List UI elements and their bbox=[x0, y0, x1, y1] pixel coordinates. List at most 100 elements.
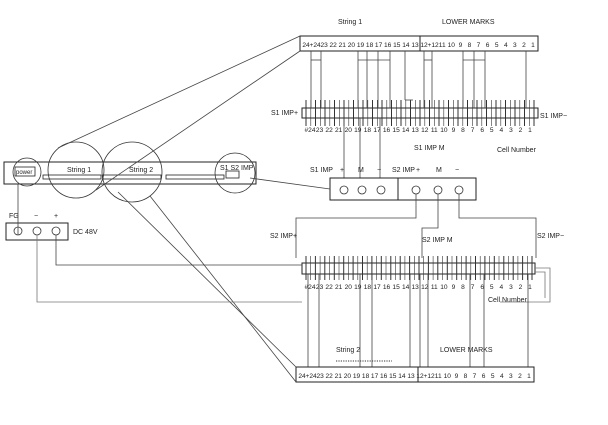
string1-top-number: 4 bbox=[504, 42, 508, 49]
string2-bottom-number: 15 bbox=[389, 373, 397, 380]
power-module bbox=[14, 166, 36, 177]
string2-cell-number: 6 bbox=[480, 284, 484, 291]
string2-bottom-number: 13 bbox=[407, 373, 415, 380]
s1-imp-minus-label: S1 IMP− bbox=[540, 113, 567, 120]
string1-magnifier bbox=[47, 141, 105, 199]
string1-cell-ticks bbox=[305, 100, 535, 126]
string1-cell-number-caption: Cell Number bbox=[497, 147, 537, 154]
string2-bottom-number: 20 bbox=[344, 373, 352, 380]
string1-top-number: 10 bbox=[448, 42, 456, 49]
string1-top-number: 7 bbox=[477, 42, 481, 49]
string1-top-number: +24 bbox=[310, 42, 322, 49]
terminal-s1-plus bbox=[339, 185, 349, 195]
string1-cell-number: 3 bbox=[509, 127, 513, 134]
string1-cell-number: 18 bbox=[364, 127, 372, 134]
string1-cell-number: 8 bbox=[461, 127, 465, 134]
string1-cell-number: 19 bbox=[354, 127, 362, 134]
string1-cell-number: #24 bbox=[304, 127, 315, 134]
string1-cell-number: 7 bbox=[471, 127, 475, 134]
tb-s1-plus-label: + bbox=[340, 167, 344, 174]
string2-bottom-number: 3 bbox=[509, 373, 513, 380]
string2-bottom-number: 8 bbox=[464, 373, 468, 380]
string2-bottom-number: 11 bbox=[435, 373, 442, 380]
string1-cell-number: 6 bbox=[480, 127, 484, 134]
string2-cell-number: 9 bbox=[452, 284, 456, 291]
string1-top-number: 21 bbox=[339, 42, 347, 49]
string1-top-number: 13 bbox=[411, 42, 419, 49]
string2-cell-number: 22 bbox=[325, 284, 333, 291]
string1-top-number: 1 bbox=[531, 42, 535, 49]
string2-cell-number: 19 bbox=[354, 284, 362, 291]
string1-cell-number: 14 bbox=[402, 127, 410, 134]
terminal-s1-minus bbox=[376, 185, 386, 195]
string1-top-number: 24 bbox=[302, 42, 310, 49]
string1-top-number: 23 bbox=[321, 42, 329, 49]
magnifier-leader-lines bbox=[57, 35, 331, 383]
string1-cell-number: 12 bbox=[421, 127, 429, 134]
string2-cell-number: 10 bbox=[440, 284, 448, 291]
string2-cell-number: 17 bbox=[373, 284, 381, 291]
s1-imp-m-label: S1 IMP M bbox=[414, 145, 445, 152]
string1-top-number: 16 bbox=[384, 42, 392, 49]
string2-bottom-number: 2 bbox=[518, 373, 522, 380]
string1-top-number: 6 bbox=[486, 42, 490, 49]
string1-top-number: 2 bbox=[522, 42, 526, 49]
string2-cell-number: #24 bbox=[304, 284, 315, 291]
s1-imp-plus-label: S1 IMP+ bbox=[271, 110, 298, 117]
string2-bottom-number: +24 bbox=[306, 373, 318, 380]
string1-top-number: 15 bbox=[393, 42, 401, 49]
string2-bottom-number: 4 bbox=[500, 373, 504, 380]
terminal-s1-m bbox=[357, 185, 367, 195]
power-magnifier bbox=[12, 157, 42, 187]
string1-top-number: 18 bbox=[366, 42, 374, 49]
string2-loop-wires bbox=[500, 267, 551, 303]
string2-bottom-number: 12 bbox=[416, 373, 424, 380]
string2-cell-number: 3 bbox=[509, 284, 513, 291]
tb-s1-m-label: M bbox=[358, 167, 364, 174]
string2-cell-number: 15 bbox=[392, 284, 400, 291]
string1-cell-number: 23 bbox=[316, 127, 324, 134]
string1-cell-number: 11 bbox=[431, 127, 438, 134]
string2-cell-number: 14 bbox=[402, 284, 410, 291]
string2-cell-number: 1 bbox=[528, 284, 532, 291]
s2-imp-minus-label: S2 IMP− bbox=[537, 233, 564, 240]
string2-bottom-number: 16 bbox=[380, 373, 388, 380]
string1-cell-number: 17 bbox=[373, 127, 381, 134]
string2-cell-number: 21 bbox=[335, 284, 343, 291]
string2-cell-number: 23 bbox=[316, 284, 324, 291]
string1-top-number: 8 bbox=[468, 42, 472, 49]
string2-cell-ticks bbox=[305, 256, 533, 280]
string2-bottom-number: 19 bbox=[353, 373, 361, 380]
s2-imp-plus-label: S2 IMP+ bbox=[270, 233, 297, 240]
imp-slot bbox=[165, 174, 225, 180]
string1-top-terminal-strip bbox=[299, 35, 539, 52]
rack-s1s2-label: S1 S2 IMP bbox=[220, 165, 254, 172]
string2-cell-number: 12 bbox=[421, 284, 429, 291]
psu-minus-label: − bbox=[34, 213, 38, 220]
string2-bottom-number: +12 bbox=[424, 373, 436, 380]
string1-lower-marks-label: LOWER MARKS bbox=[442, 19, 495, 26]
string1-cell-number: 9 bbox=[452, 127, 456, 134]
string1-cell-number: 2 bbox=[519, 127, 523, 134]
tb-s2-m-label: M bbox=[436, 167, 442, 174]
string2-cell-number-caption: Cell Number bbox=[488, 297, 528, 304]
string2-bottom-number: 24 bbox=[298, 373, 306, 380]
string1-cell-number: 22 bbox=[325, 127, 333, 134]
string2-bottom-number: 18 bbox=[362, 373, 370, 380]
string2-cell-number: 2 bbox=[519, 284, 523, 291]
string2-bottom-number: 17 bbox=[371, 373, 379, 380]
string2-bottom-number: 6 bbox=[482, 373, 486, 380]
fg-label: FG bbox=[9, 213, 19, 220]
string1-title: String 1 bbox=[338, 19, 362, 26]
string1-top-number: 11 bbox=[439, 42, 446, 49]
string2-bottom-number: 22 bbox=[326, 373, 334, 380]
string2-bottom-number: 7 bbox=[473, 373, 477, 380]
string2-cell-number: 5 bbox=[490, 284, 494, 291]
string1-top-number: 17 bbox=[375, 42, 383, 49]
string1-cell-number: 13 bbox=[412, 127, 420, 134]
dc-voltage-label: DC 48V bbox=[73, 229, 98, 236]
string1-top-number: 5 bbox=[495, 42, 499, 49]
string2-cell-number: 18 bbox=[364, 284, 372, 291]
